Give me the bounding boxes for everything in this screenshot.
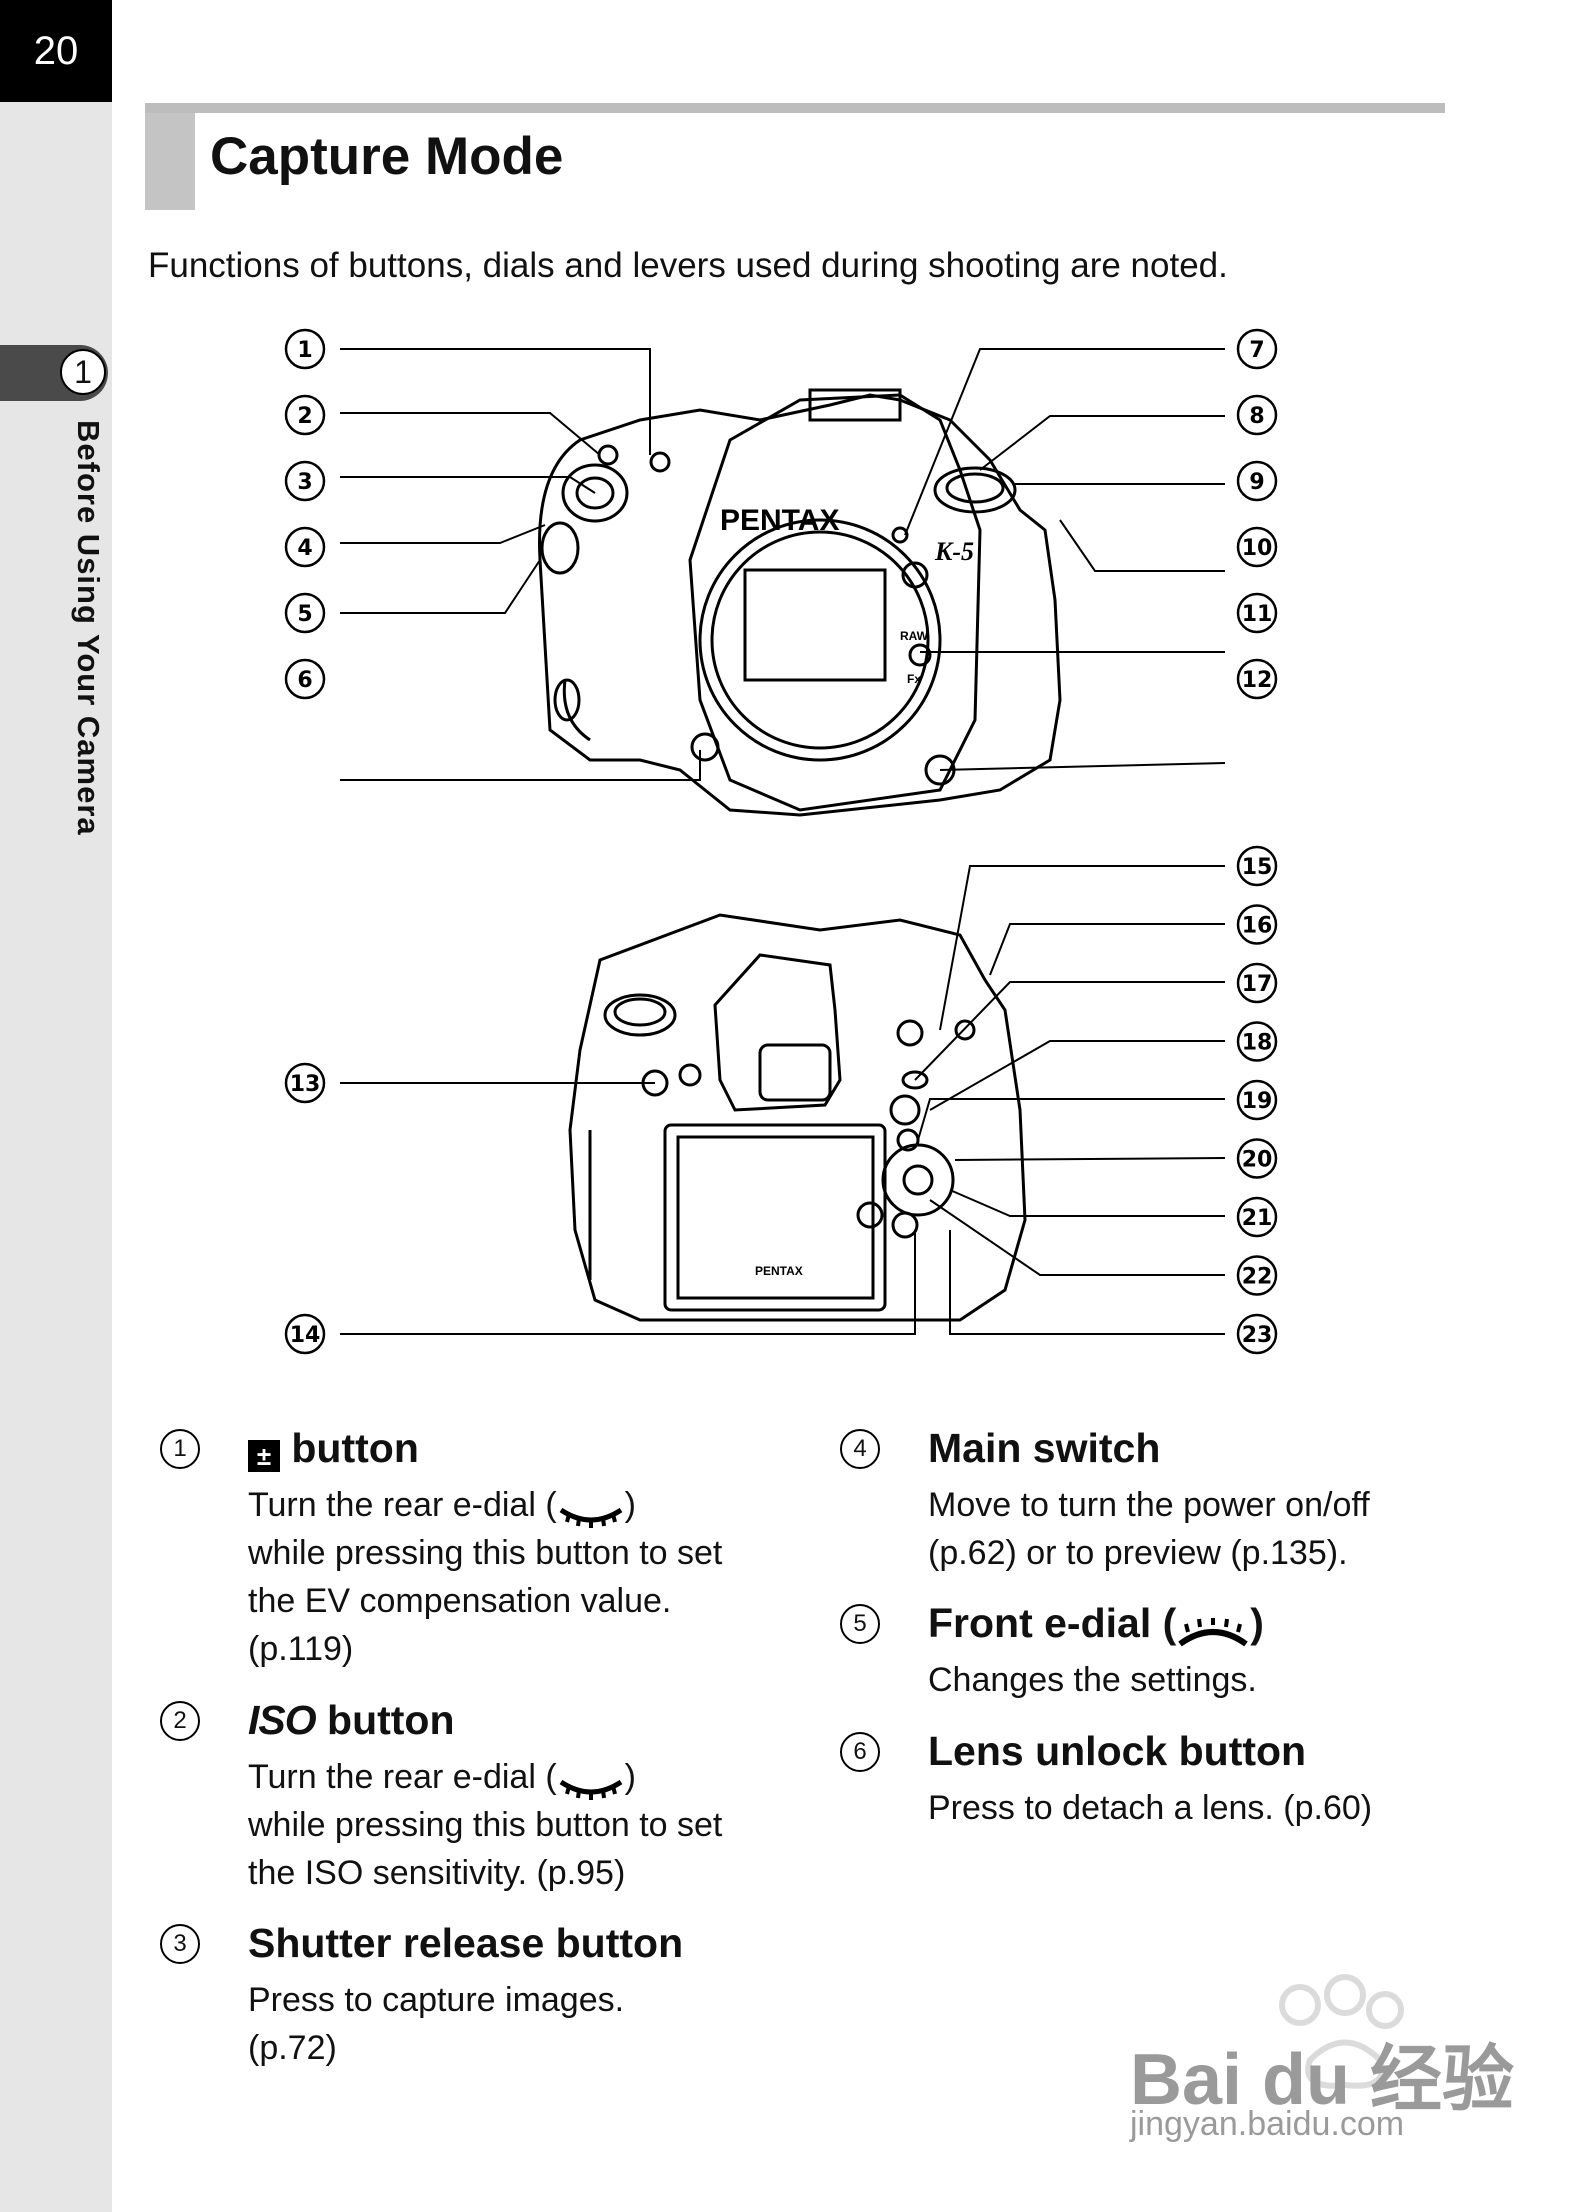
- item-heading: ± button: [248, 1425, 419, 1472]
- callout-circle: [1236, 1313, 1278, 1355]
- item-label: button: [280, 1425, 419, 1471]
- callout-number: 20: [1242, 1148, 1273, 1173]
- front-camera-illustration: [538, 388, 1062, 817]
- chapter-title: Before Using Your Camera: [71, 420, 106, 836]
- ev-compensation-icon: ±: [248, 1440, 280, 1472]
- item-number: 6: [840, 1732, 880, 1772]
- item-description: Turn the rear e-dial ()while pressing th…: [248, 1758, 723, 1892]
- callout-circle: [284, 460, 326, 502]
- callout-number: 9: [1249, 470, 1264, 495]
- callout-number: 6: [297, 668, 312, 693]
- item-number: 1: [160, 1429, 200, 1469]
- item-heading: Shutter release button: [248, 1920, 684, 1966]
- item-description: Move to turn the power on/off (p.62) or …: [928, 1486, 1370, 1572]
- callout-circle: [284, 658, 326, 700]
- item-heading: ISO button: [248, 1697, 455, 1744]
- front-e-dial-icon: [1176, 1611, 1250, 1647]
- iso-icon: ISO: [248, 1697, 317, 1743]
- callout-number: 14: [290, 1323, 321, 1348]
- callout-number: 5: [297, 602, 312, 627]
- callout-number: 17: [1242, 972, 1273, 997]
- callout-number: 8: [1249, 404, 1264, 429]
- leader-lines: [340, 348, 1226, 1335]
- brand-label: PENTAX: [720, 504, 839, 537]
- callout-circle: [1236, 328, 1278, 370]
- callout-number: 19: [1242, 1089, 1273, 1114]
- callout-number: 23: [1242, 1323, 1273, 1348]
- callout-circle: [1236, 904, 1278, 945]
- back-brand-label: PENTAX: [755, 1264, 803, 1278]
- page-number: 20: [0, 0, 112, 102]
- callout-number: 13: [290, 1072, 321, 1097]
- callout-number: 22: [1242, 1265, 1273, 1290]
- item-number: 5: [840, 1604, 880, 1644]
- item-description: Changes the settings.: [928, 1661, 1257, 1699]
- item-number: 4: [840, 1429, 880, 1469]
- fx-label: Fx: [907, 672, 921, 686]
- title-rule: [145, 103, 1445, 113]
- watermark-url: jingyan.baidu.com: [1130, 2105, 1405, 2143]
- item-heading: Main switch: [928, 1425, 1161, 1471]
- callout-number: 10: [1242, 536, 1273, 561]
- callout-circle: [284, 526, 326, 568]
- watermark-text: Bai du 经验: [1130, 2040, 1515, 2120]
- callout-number: 1: [297, 338, 312, 363]
- baidu-paw-watermark-icon: [1279, 1974, 1404, 2089]
- callout-circle: [1236, 658, 1278, 700]
- callout-circle: [1236, 962, 1278, 1004]
- callout-circle: [1236, 460, 1278, 502]
- callout-number: 16: [1242, 914, 1273, 939]
- callout-circle: [1236, 1079, 1278, 1121]
- callout-number: 21: [1242, 1206, 1273, 1231]
- item-number: 3: [160, 1924, 200, 1964]
- callout-number: 12: [1242, 668, 1273, 693]
- item-number: 2: [160, 1701, 200, 1741]
- callout-circle: [1236, 1138, 1278, 1179]
- item-description: Press to capture images. (p.72): [248, 1981, 625, 2067]
- item-heading: Front e-dial (): [928, 1600, 1264, 1647]
- callout-circle: [1236, 592, 1278, 634]
- model-label: K-5: [934, 537, 974, 566]
- raw-label: RAW: [900, 629, 929, 643]
- callout-number: 15: [1242, 855, 1273, 880]
- callout-circle: [1236, 1255, 1278, 1296]
- callout-circle: [284, 328, 326, 370]
- callout-circle: [1236, 526, 1278, 568]
- item-label: button: [315, 1697, 455, 1743]
- callout-circle: [1236, 1196, 1278, 1238]
- callout-number: 7: [1249, 338, 1264, 363]
- page-title: Capture Mode: [210, 127, 564, 186]
- intro-text: Functions of buttons, dials and levers u…: [148, 246, 1228, 285]
- callout-circle: [1236, 394, 1278, 436]
- item-description: Press to detach a lens. (p.60): [928, 1789, 1373, 1827]
- callout-number: 2: [297, 404, 312, 429]
- callout-circle: [1236, 845, 1278, 887]
- rear-e-dial-icon: [557, 1495, 625, 1529]
- callout-circle: [1236, 1021, 1278, 1062]
- callout-circle: [284, 1062, 326, 1104]
- callout-number: 3: [297, 470, 312, 495]
- callout-number: 18: [1242, 1031, 1273, 1056]
- back-camera-illustration: [568, 913, 1027, 1322]
- item-heading: Lens unlock button: [928, 1728, 1307, 1774]
- callout-number: 4: [297, 536, 312, 561]
- callout-circle: [284, 394, 326, 436]
- item-description: Turn the rear e-dial ()while pressing th…: [248, 1486, 723, 1668]
- rear-e-dial-icon: [557, 1767, 625, 1801]
- callout-circle: [284, 592, 326, 634]
- chapter-number: 1: [60, 349, 106, 395]
- title-marker: [145, 113, 195, 210]
- callout-number: 11: [1242, 602, 1273, 627]
- callout-circle: [284, 1313, 326, 1355]
